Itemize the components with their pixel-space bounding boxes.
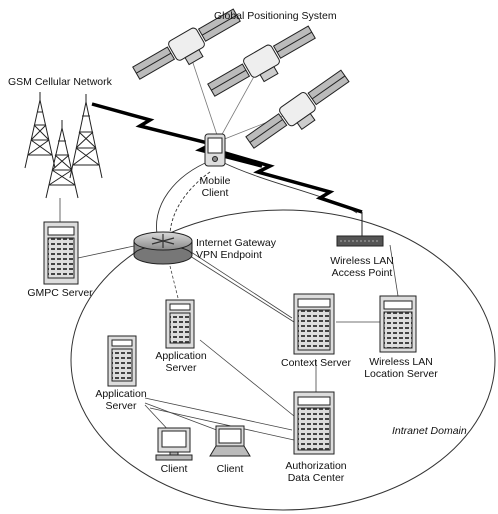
gmpc-server-label: GMPC Server xyxy=(27,287,93,299)
satellite-icon xyxy=(207,25,316,97)
cell-tower-icon xyxy=(45,120,79,199)
client-label: Client xyxy=(216,463,244,475)
gateway-to-app-dashed xyxy=(169,265,179,299)
server-tower-icon xyxy=(379,295,417,353)
desktop-computer-icon xyxy=(155,427,193,461)
wlan-lightning-link xyxy=(214,148,363,214)
server-tower-icon xyxy=(293,391,335,455)
laptop-icon xyxy=(209,425,251,457)
server-tower-icon xyxy=(165,299,195,349)
pda-icon xyxy=(204,133,226,167)
intranet-domain-boundary xyxy=(70,209,496,511)
context-server-label: Context Server xyxy=(280,357,352,369)
server-tower-icon xyxy=(107,335,137,387)
mobile-to-gateway-wireless-arc xyxy=(156,159,213,241)
access-point-icon xyxy=(336,212,384,247)
cell-tower-icon xyxy=(69,94,103,179)
router-icon xyxy=(133,231,193,265)
satellite-icon xyxy=(132,8,241,80)
cell-tower-icon xyxy=(24,92,56,169)
server-tower-icon xyxy=(43,221,79,285)
server-tower-icon xyxy=(293,293,335,355)
intranet-domain-label: Intranet Domain xyxy=(392,425,467,437)
gps-label: Global Positioning System xyxy=(214,10,337,22)
satellite-icon xyxy=(245,69,350,149)
gsm-label: GSM Cellular Network xyxy=(8,76,112,88)
client-label: Client xyxy=(160,463,188,475)
